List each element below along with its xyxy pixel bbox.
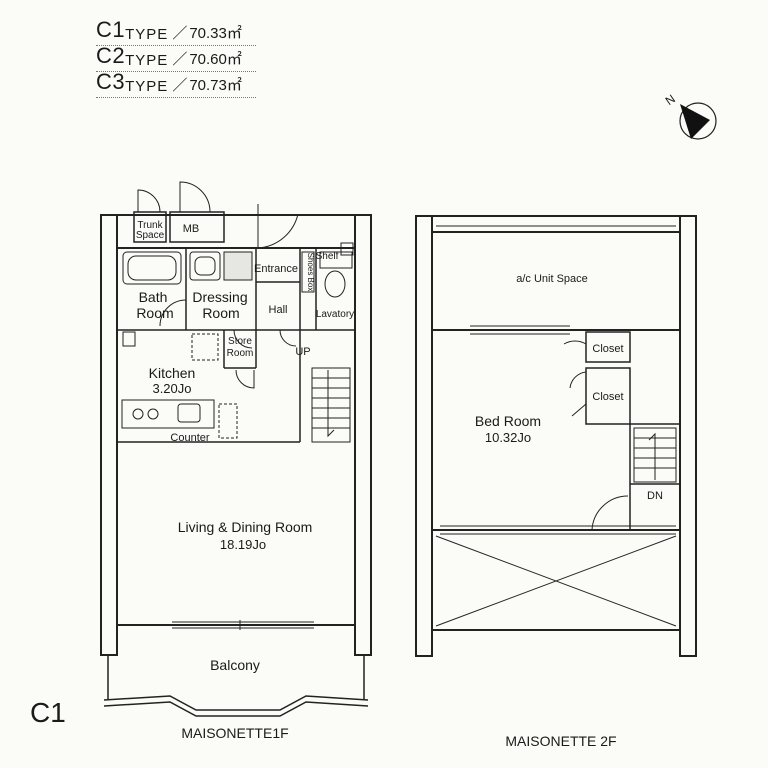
living-dining-area-label: 18.19Jo	[220, 537, 266, 552]
mb-label: MB	[183, 223, 200, 235]
type-list: C1 TYPE ／ 70.33㎡ C2 TYPE ／ 70.60㎡ C3 TYP…	[96, 17, 256, 98]
bath-room-label: Bath	[139, 289, 168, 305]
living-dining-label: Living & Dining Room	[178, 519, 313, 535]
floor1-labels: Trunk Space MB Bath Room Dressing Room E…	[136, 220, 354, 741]
closet-label: Closet	[592, 343, 623, 355]
floor1-fixtures	[121, 242, 354, 439]
shoes-box-icon	[301, 251, 315, 293]
type-row-c3: C3 TYPE ／ 70.73㎡	[96, 69, 256, 98]
kitchen-area-label: 3.20Jo	[152, 381, 191, 396]
compass-needle-icon	[680, 104, 710, 139]
floor2-labels: a/c Unit Space Closet Closet Bed Room 10…	[475, 273, 663, 749]
bed-room-label: Bed Room	[475, 413, 541, 429]
bed-room-area-label: 10.32Jo	[485, 430, 531, 445]
dressing-room-label: Dressing	[192, 289, 247, 305]
toilet-icon	[324, 270, 346, 298]
floor1-partitions	[117, 211, 355, 443]
floor1-plan	[100, 181, 372, 717]
type-area: 70.33㎡	[189, 25, 242, 42]
floor2-title: MAISONETTE 2F	[505, 733, 616, 749]
shoes-box-label: Shoes Box	[306, 253, 315, 292]
compass: N	[663, 92, 717, 140]
store-room-label: Store	[228, 336, 252, 347]
stairs-up-label: UP	[295, 346, 310, 358]
type-code: C3	[96, 69, 126, 94]
shelf-label: Shelf	[316, 251, 339, 262]
unit-label: C1	[30, 697, 66, 728]
type-row-c1: C1 TYPE ／ 70.33㎡	[96, 17, 256, 46]
bathtub-icon	[122, 251, 182, 285]
counter-icon	[121, 399, 215, 429]
floor1-stairs-icon	[311, 367, 351, 443]
washer-icon	[223, 251, 253, 281]
type-word: TYPE	[125, 78, 169, 95]
floor1-walls	[100, 214, 372, 656]
floor1-window	[172, 620, 314, 630]
bath-room-label: Room	[136, 305, 173, 321]
type-code: C1	[96, 17, 126, 42]
counter-label: Counter	[170, 432, 209, 444]
entrance-label: Entrance	[254, 263, 298, 275]
type-area: 70.73㎡	[189, 77, 242, 94]
floor2-doors	[563, 340, 629, 531]
kitchen-label: Kitchen	[149, 365, 196, 381]
compass-ring	[679, 102, 717, 140]
trunk-space-label: Space	[136, 230, 165, 241]
trunk-space-label: Trunk	[137, 220, 163, 231]
dressing-room-label: Room	[202, 305, 239, 321]
lavatory-label: Lavatory	[316, 309, 354, 320]
floor1-balcony	[103, 655, 369, 717]
type-area: 70.60㎡	[189, 51, 242, 68]
floor1-title: MAISONETTE1F	[181, 725, 288, 741]
floor2-walls	[415, 215, 697, 657]
floor1-doors	[137, 181, 299, 389]
type-word: TYPE	[125, 52, 169, 69]
compass-north-label: N	[663, 92, 678, 108]
type-word: TYPE	[125, 26, 169, 43]
type-separator: ／	[172, 77, 188, 94]
type-separator: ／	[172, 51, 188, 68]
hall-label: Hall	[269, 304, 288, 316]
type-row-c2: C2 TYPE ／ 70.60㎡	[96, 43, 256, 72]
type-code: C2	[96, 43, 126, 68]
floor2-stairs-icon	[633, 427, 677, 483]
balcony-label: Balcony	[210, 657, 260, 673]
floor2-partitions	[585, 331, 680, 530]
store-room-label: Room	[227, 348, 254, 359]
ac-unit-space-label: a/c Unit Space	[516, 273, 588, 285]
stairs-down-label: DN	[647, 490, 663, 502]
sink-icon	[189, 251, 221, 281]
floor2-plan	[415, 215, 697, 657]
floor2-windows	[436, 225, 676, 535]
type-separator: ／	[172, 25, 188, 42]
floor2-void-icon	[435, 535, 677, 627]
closet-label: Closet	[592, 391, 623, 403]
